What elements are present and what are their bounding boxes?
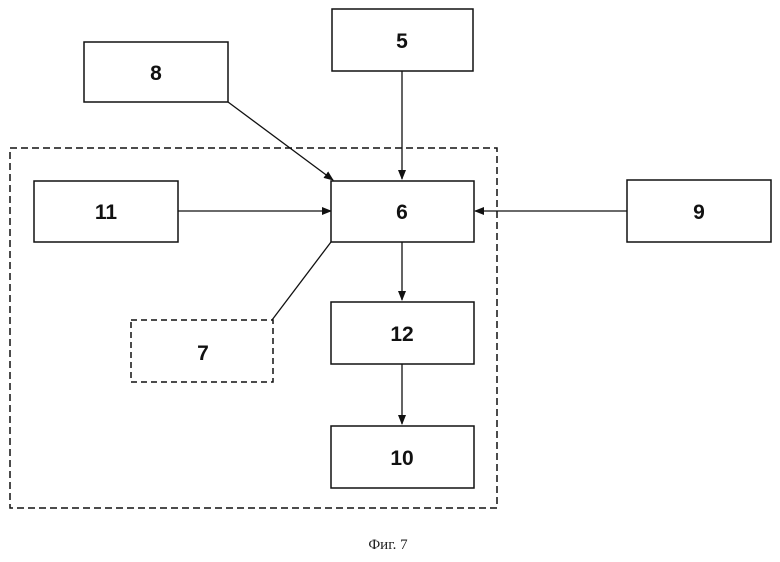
block-12-label: 12 [390, 323, 413, 346]
block-11: 11 [34, 181, 178, 242]
block-7: 7 [131, 320, 273, 382]
block-12: 12 [331, 302, 474, 364]
connection-6-to-7 [272, 242, 331, 320]
block-11-label: 11 [95, 201, 118, 224]
block-8-label: 8 [150, 62, 162, 85]
block-8: 8 [84, 42, 228, 102]
block-5-label: 5 [396, 30, 408, 53]
block-9: 9 [627, 180, 771, 242]
block-7-label: 7 [197, 342, 209, 365]
block-6-label: 6 [396, 201, 408, 224]
block-6: 6 [331, 181, 474, 242]
block-5: 5 [332, 9, 473, 71]
block-10: 10 [331, 426, 474, 488]
block-9-label: 9 [693, 201, 705, 224]
figure-caption: Фиг. 7 [368, 537, 408, 553]
block-10-label: 10 [390, 447, 413, 470]
connection-8-to-6 [228, 102, 333, 180]
